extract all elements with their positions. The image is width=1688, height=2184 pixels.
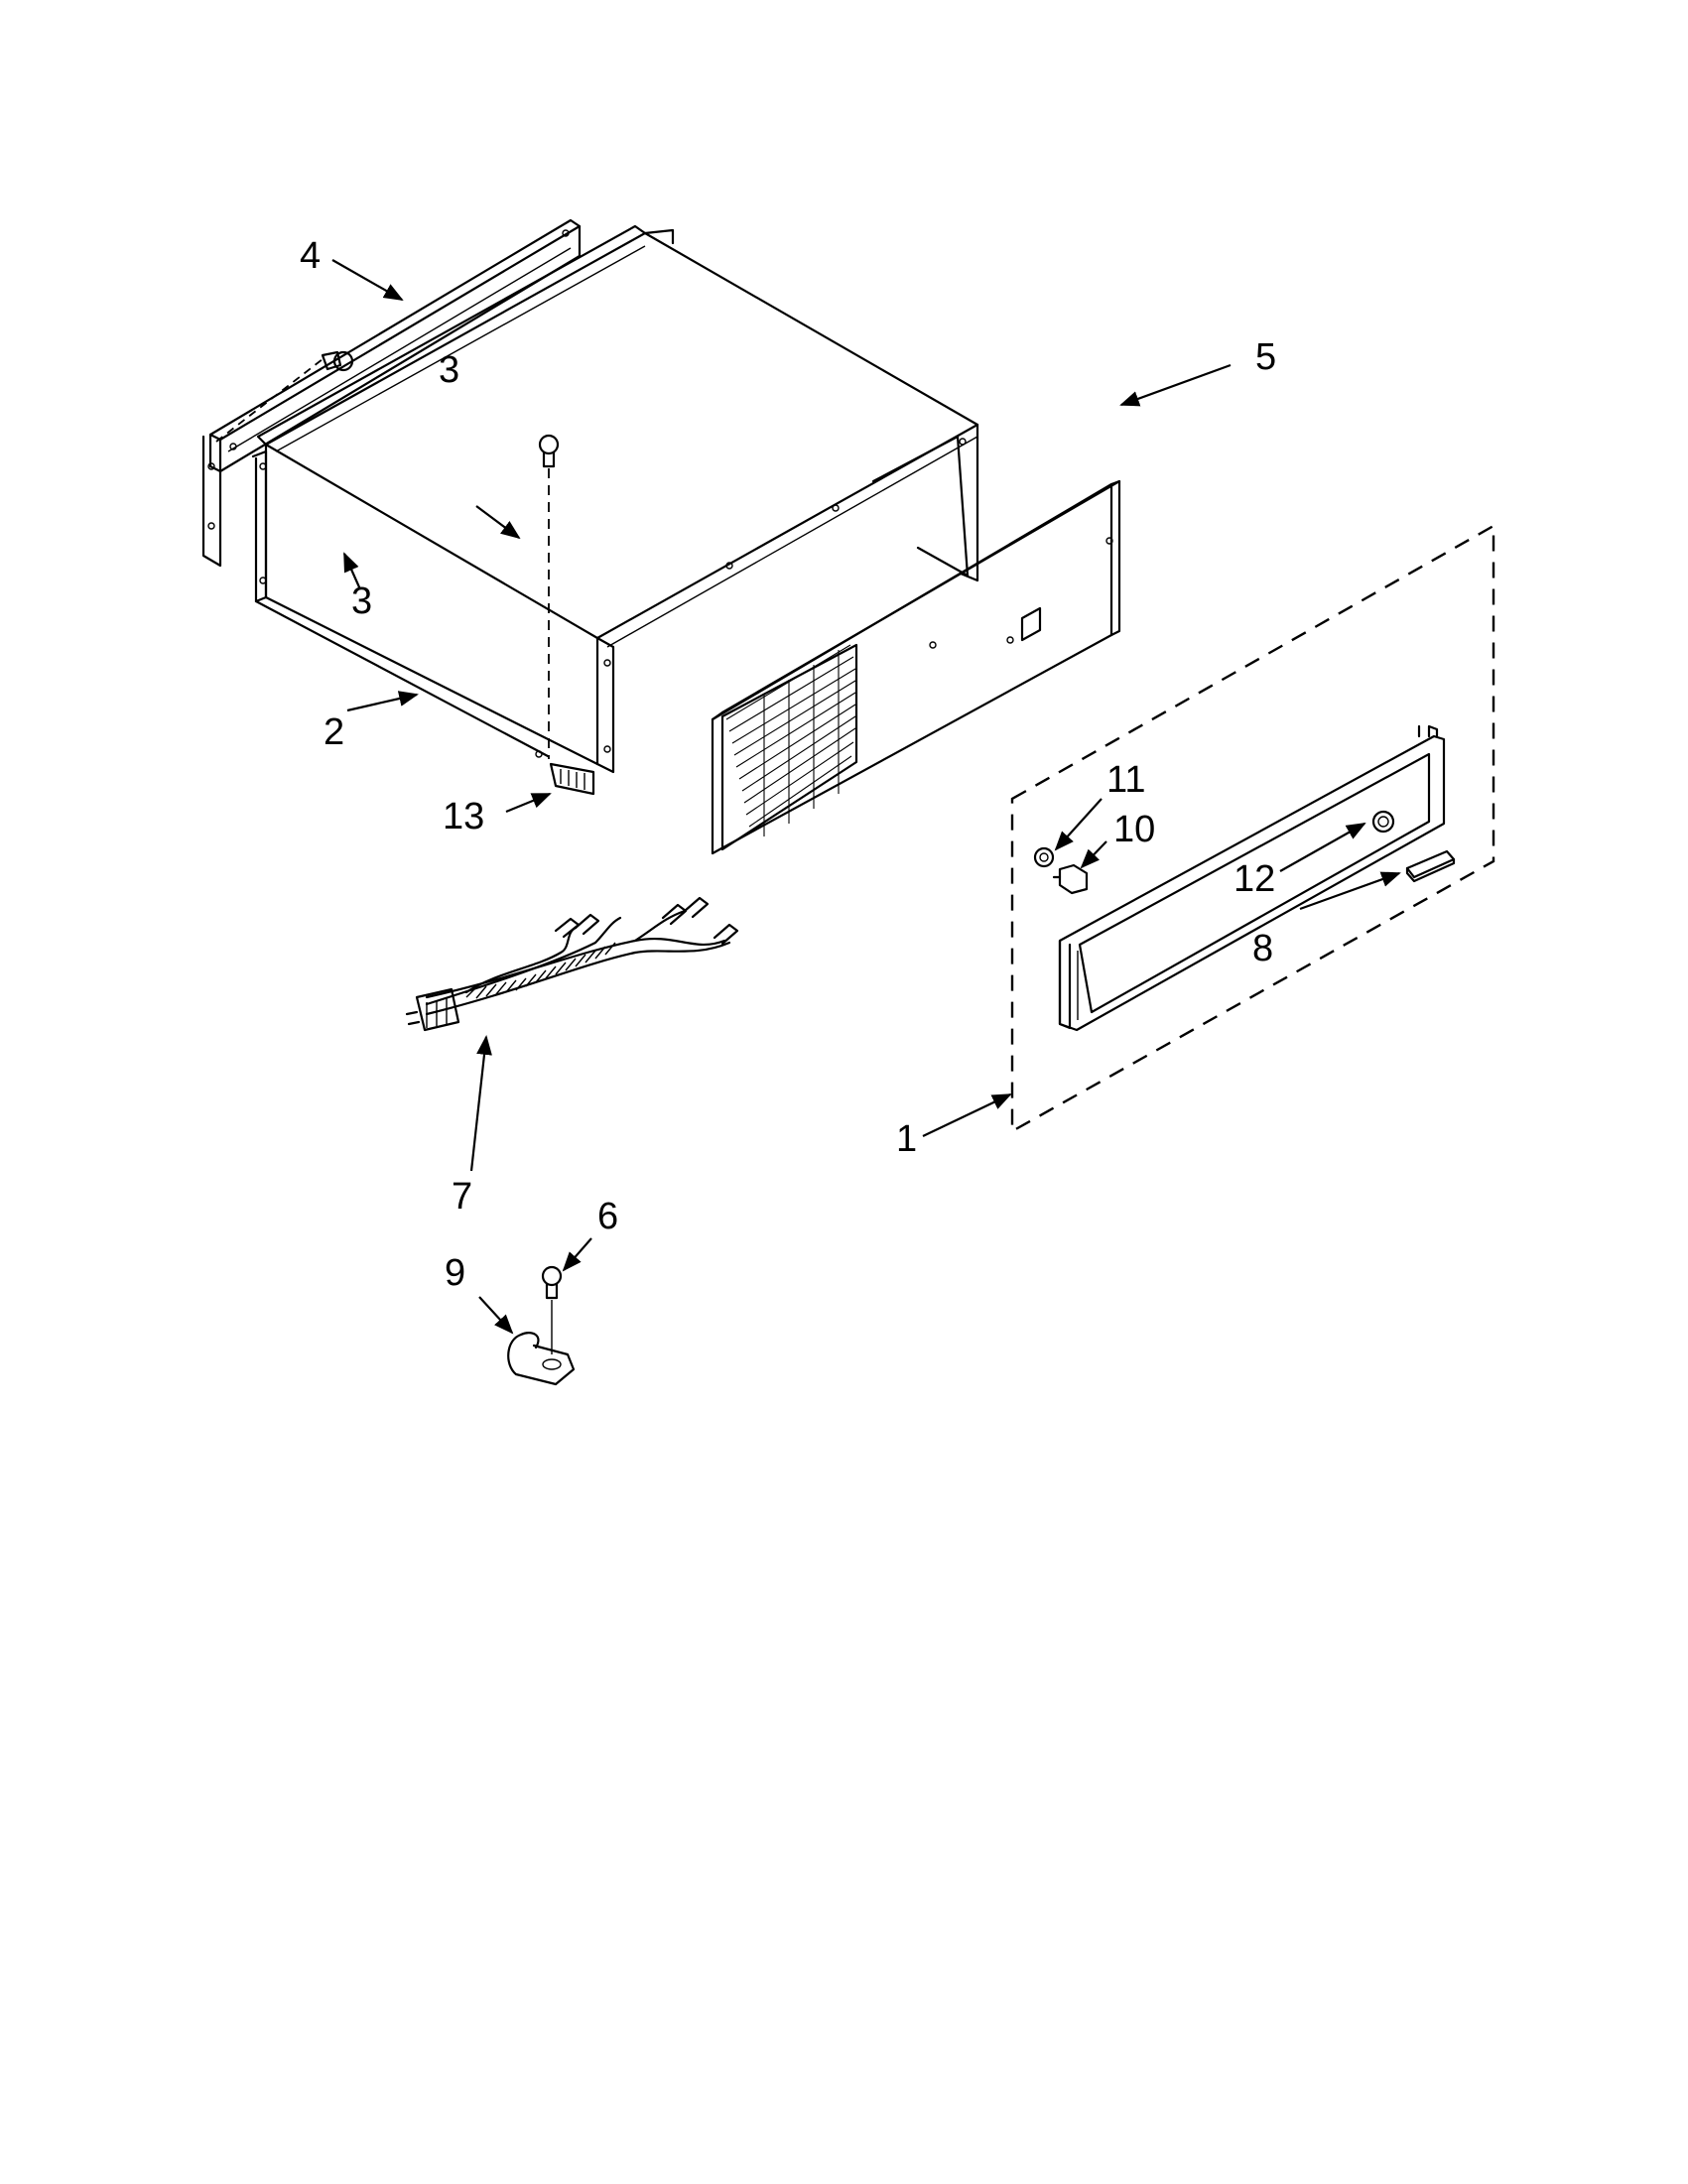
callout-9: 9	[445, 1252, 465, 1294]
part-8-insert	[1405, 849, 1456, 883]
callout-1: 1	[896, 1118, 917, 1160]
part-3-screw-side	[215, 350, 354, 443]
part-5-grille-panel	[711, 479, 1121, 855]
callout-6: 6	[597, 1196, 618, 1237]
part-10-clip	[1052, 863, 1089, 895]
part-11-nut	[1033, 846, 1055, 868]
callout-7: 7	[452, 1176, 472, 1218]
callout-11: 11	[1106, 759, 1145, 801]
callout-12: 12	[1234, 858, 1275, 900]
part-13-bracket	[549, 762, 595, 796]
part-4-rear-rail	[201, 218, 582, 568]
callout-labels: 4 3 3 2 13 5 11 10 12 8 1 7 6 9	[300, 235, 1276, 1294]
part-12-frame	[1058, 724, 1446, 1032]
callout-3-top: 3	[439, 349, 459, 391]
callout-3-side: 3	[351, 580, 372, 622]
callout-10: 10	[1113, 809, 1155, 850]
callout-4: 4	[300, 235, 321, 277]
callout-8: 8	[1252, 928, 1273, 969]
part-7-wire-harness	[405, 896, 739, 1032]
part-9-clamp	[507, 1332, 576, 1386]
part-3-screw-top	[538, 434, 560, 759]
leader-lines	[331, 259, 1401, 1335]
callout-2: 2	[324, 711, 344, 753]
callout-13: 13	[443, 796, 484, 837]
part-2-cabinet-housing	[251, 224, 979, 774]
part-1-assembly-boundary	[1010, 523, 1495, 1134]
callout-5: 5	[1255, 336, 1276, 378]
part-6-screw	[541, 1265, 563, 1354]
